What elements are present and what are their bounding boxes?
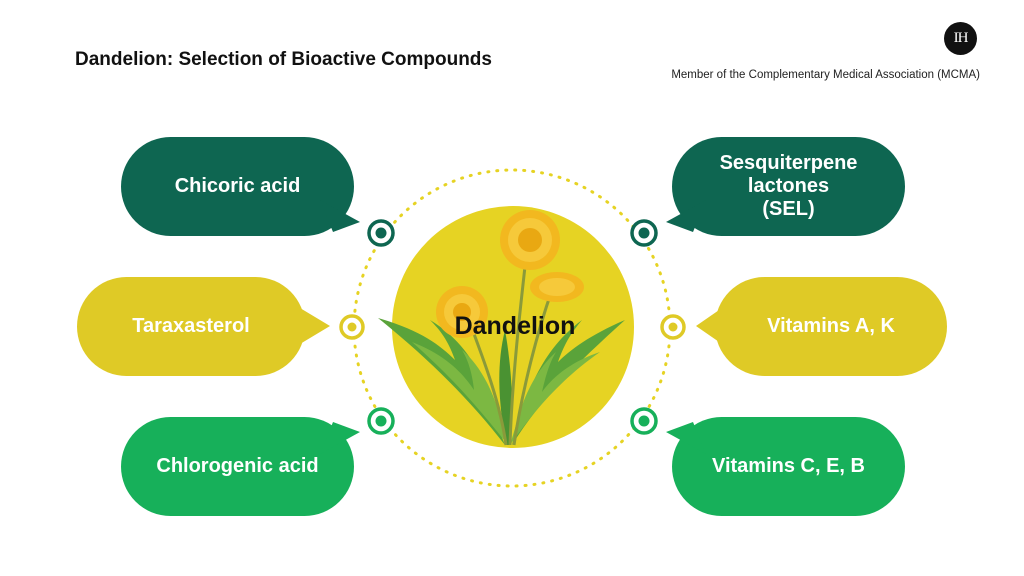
- compound-label-chlorogenic-acid: Chlorogenic acid: [156, 455, 319, 477]
- ih-logo: IH: [944, 22, 977, 55]
- compound-label-sesquiterpene-lactones: Sesquiterpene lactones (SEL): [719, 152, 858, 220]
- bubble-shape-vitamins-c-e-b: [666, 417, 905, 516]
- page-title: Dandelion: Selection of Bioactive Compou…: [75, 49, 492, 70]
- connector-node-vitamins-a-k: [660, 314, 686, 340]
- center-label: Dandelion: [454, 312, 576, 340]
- connector-node-vitamins-c-e-b: [630, 407, 658, 435]
- bubble-shape-taraxasterol: [77, 277, 330, 376]
- bubble-shape-chlorogenic-acid: [121, 417, 360, 516]
- connector-node-taraxasterol: [339, 314, 365, 340]
- bubble-shape-vitamins-a-k: [696, 277, 947, 376]
- compound-label-taraxasterol: Taraxasterol: [132, 315, 250, 337]
- membership-note: Member of the Complementary Medical Asso…: [671, 69, 980, 81]
- connector-node-chicoric-acid: [367, 219, 395, 247]
- dandelion-plant-icon: [378, 210, 625, 446]
- bubble-shape-chicoric-acid: [121, 137, 360, 236]
- compound-label-vitamins-c-e-b: Vitamins C, E, B: [711, 455, 865, 477]
- bubble-shape-sesquiterpene-lactones: [666, 137, 905, 236]
- connector-node-sesquiterpene-lactones: [630, 219, 658, 247]
- compound-label-vitamins-a-k: Vitamins A, K: [767, 315, 895, 337]
- connector-node-chlorogenic-acid: [367, 407, 395, 435]
- compound-label-chicoric-acid: Chicoric acid: [174, 175, 301, 197]
- center-circle: [392, 206, 634, 448]
